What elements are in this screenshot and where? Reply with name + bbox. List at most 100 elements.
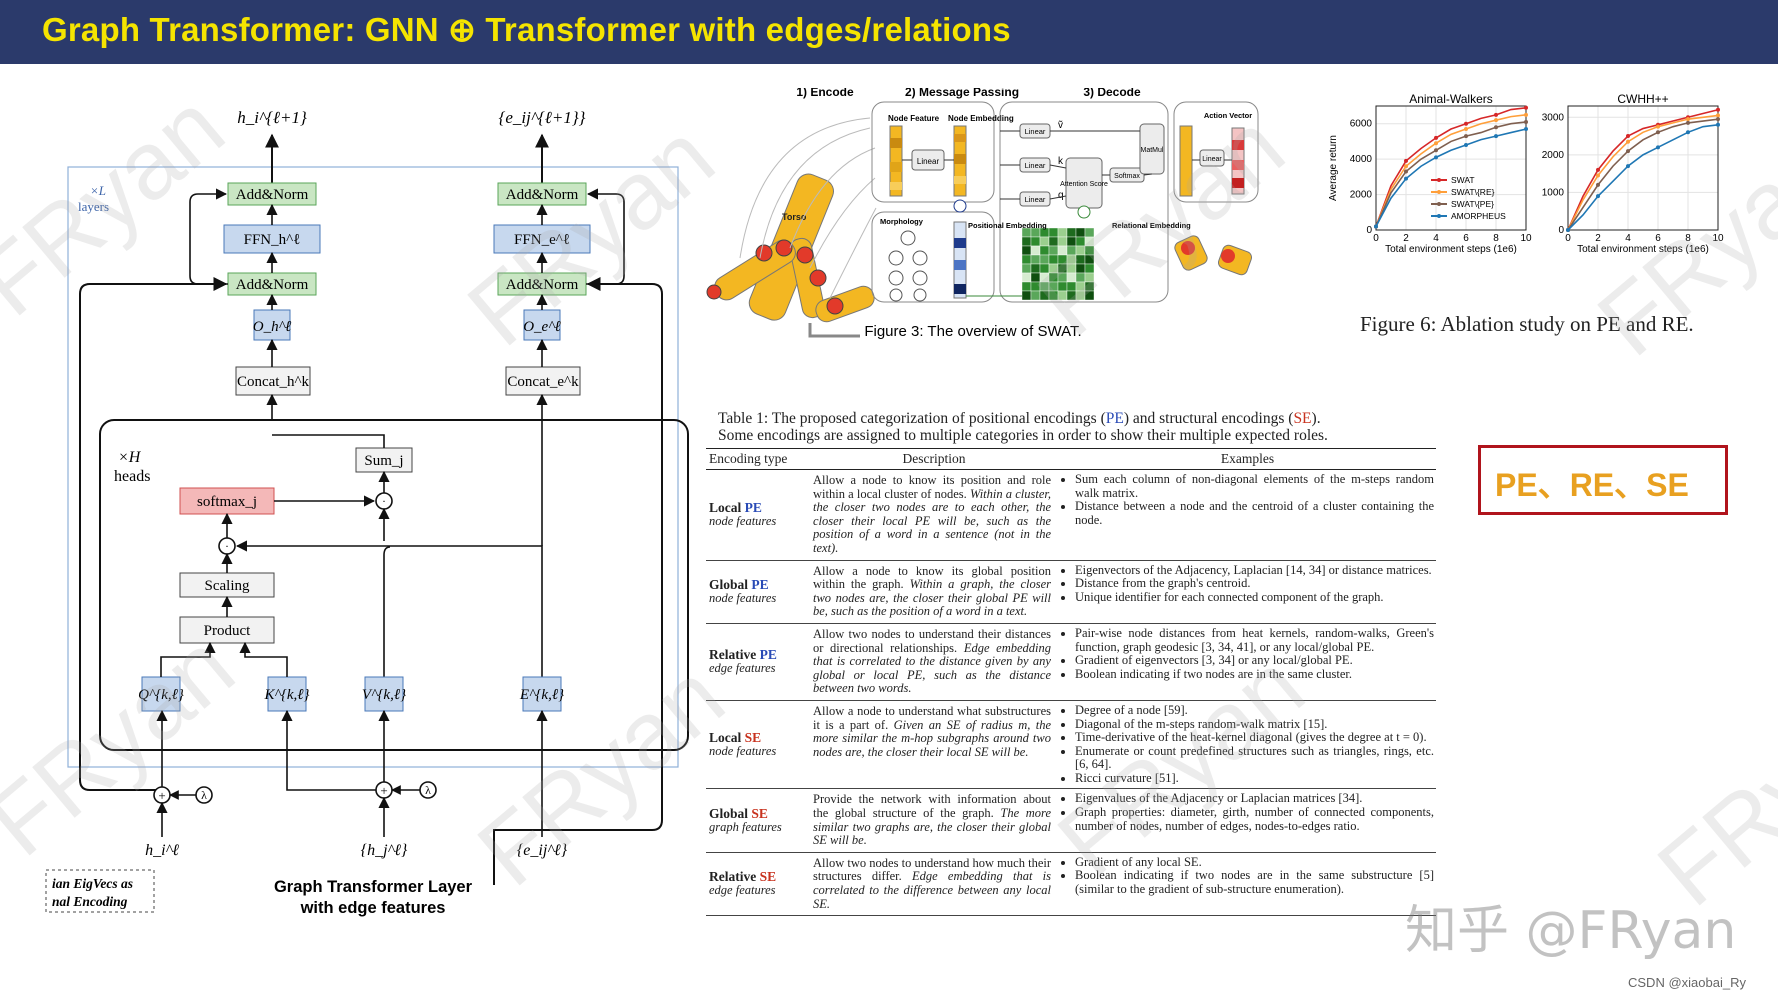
type-tag: PE [744,500,762,516]
svg-text:·: · [382,494,386,508]
y-tick-label: 6000 [1350,119,1373,130]
q-label: q [1058,190,1064,201]
ffn-e-box [493,224,591,254]
torso-label: Torso [782,212,807,222]
table-caption-part-1: Table 1: The proposed categorization of … [718,410,1106,427]
q-box [141,676,181,712]
action-vector-label: Action Vector [1204,111,1252,120]
description-plain: Allow a node to understand what substruc… [813,703,1051,732]
description-italic: Edge embedding that is correlated to the… [813,869,1051,911]
y-tick-label: 3000 [1542,112,1565,123]
relational-cell [1084,236,1095,247]
encoding-legend-box [45,869,155,913]
data-point [1464,134,1468,139]
relational-cell [1066,254,1077,265]
relational-cell [1084,272,1095,283]
product-box [179,616,275,644]
data-point [1494,118,1498,123]
csdn-watermark: CSDN @xiaobai_Ry [1628,975,1746,990]
fig6-caption: Figure 6: Ablation study on PE and RE. [1360,312,1694,336]
data-point [1596,173,1600,178]
data-point [1524,119,1528,124]
addnorm-e-bottom-label: Add&Norm [506,277,579,293]
chart-title: CWHH++ [1617,92,1668,106]
series-line [1567,114,1719,231]
y-axis-label: Average return [1328,135,1339,201]
morphology-label: Morphology [880,217,924,226]
relational-cell [1030,263,1041,274]
type-sub: node features [709,590,777,605]
data-point [1626,164,1630,169]
title-bar: Graph Transformer: GNN ⊕ Transformer wit… [0,0,1778,64]
description-italic: Edge embedding that is correlated to the… [813,640,1052,696]
positional-embedding-vector [953,221,967,299]
layers-label-x: ×L [90,183,106,198]
input-h-label: h_i^ℓ [145,842,179,859]
node-embedding-label: Node Embedding [948,114,1014,123]
legend-label: AMORPHEUS [1451,211,1506,221]
x-tick-label: 8 [1685,233,1691,244]
type-tag: SE [759,869,777,885]
type-tag: PE [751,577,769,593]
relational-cell [1048,227,1059,238]
data-point [1626,149,1630,154]
series-line [1375,121,1527,227]
input-hj-label: {h_j^ℓ} [361,842,408,859]
relational-cell [1021,236,1032,247]
relational-cell [1039,281,1050,292]
relational-cell [1075,281,1086,292]
data-point [1494,112,1498,117]
relational-cell [1084,227,1095,238]
type-sub: edge features [709,660,776,675]
morphology-tree [888,230,928,302]
examples-cell: Gradient of any local SE.Boolean indicat… [1059,853,1436,915]
data-point [1404,176,1408,181]
examples-cell: Degree of a node [59].Diagonal of the m-… [1059,701,1436,789]
example-item: Ricci curvature [51]. [1075,771,1434,786]
gt-caption-line-2: with edge features [300,899,446,917]
table-caption-pe: PE [1105,410,1124,427]
relational-cell [1030,272,1041,283]
v-box [364,676,404,712]
swat-caption: Figure 3: The overview of SWAT. [864,323,1081,340]
k-box [267,676,307,712]
node-feature-label: Node Feature [888,114,940,123]
table-caption-part-2: ) and structural encodings ( [1123,410,1294,427]
relational-cell [1075,245,1086,256]
matmul-label: MatMul [1141,147,1164,154]
series-line [1375,128,1527,227]
decode-block [1173,101,1259,203]
example-item: Boolean indicating if two nodes are in t… [1075,667,1434,682]
relational-cell [1048,236,1059,247]
addnorm-e-top-label: Add&Norm [506,187,579,203]
relational-cell [1066,263,1077,274]
k-label: k [1058,156,1064,167]
o-e-label: O_e^ℓ [523,319,561,335]
relational-cell [1075,272,1086,283]
x-tick-label: 4 [1433,233,1439,244]
x-tick-label: 4 [1625,233,1631,244]
pe-re-se-callout: PE、RE、SE [1478,445,1728,515]
ffn-h-box [223,224,321,254]
relational-cell [1084,245,1095,256]
x-axis-label: Total environment steps (1e6) [1385,244,1517,255]
example-item: Boolean indicating if two nodes are in t… [1075,869,1434,896]
concat-e-label: Concat_e^k [507,374,579,390]
data-point [1434,155,1438,160]
o-h-box [253,309,291,341]
data-point [1374,224,1378,229]
y-tick-label: 2000 [1350,190,1373,201]
header-examples: Examples [1220,451,1275,466]
addnorm-h-top-label: Add&Norm [236,187,309,203]
x-axis-label: Total environment steps (1e6) [1577,244,1709,255]
node-embedding-vector [953,125,967,197]
relational-cell [1021,272,1032,283]
message-passing-block [999,101,1169,303]
